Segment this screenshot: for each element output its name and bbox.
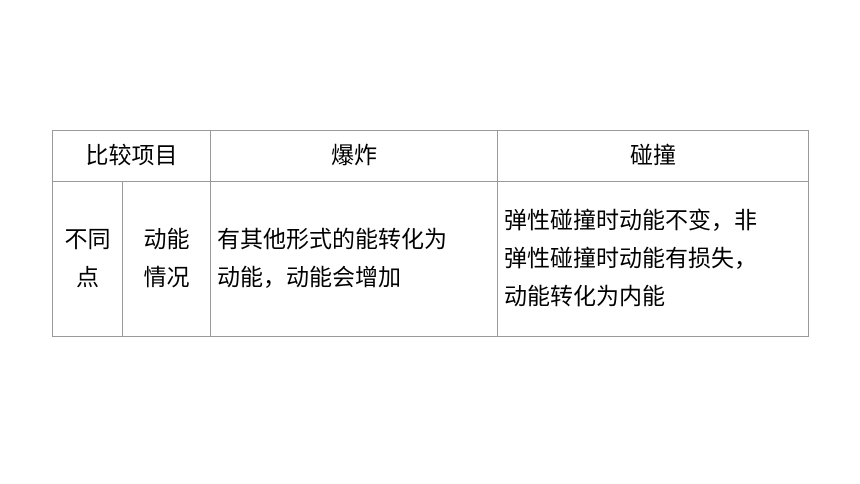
category-cell: 不同 点 [52, 181, 123, 337]
explosion-cell: 有其他形式的能转化为 动能，动能会增加 [210, 181, 498, 337]
header-explosion: 爆炸 [210, 130, 498, 182]
collision-line-3: 动能转化为内能 [504, 284, 665, 310]
subcategory-line-1: 动能 [143, 227, 190, 253]
collision-line-2: 弹性碰撞时动能有损失， [504, 246, 757, 272]
subcategory-cell: 动能 情况 [122, 181, 211, 337]
category-line-2: 点 [76, 265, 99, 291]
explosion-line-2: 动能，动能会增加 [217, 265, 401, 291]
header-collision: 碰撞 [497, 130, 809, 182]
header-row: 比较项目 爆炸 碰撞 [52, 130, 809, 182]
explosion-line-1: 有其他形式的能转化为 [217, 227, 447, 253]
header-item: 比较项目 [52, 130, 211, 182]
difference-row: 不同 点 动能 情况 有其他形式的能转化为 动能，动能会增加 弹性碰撞时动能不变… [52, 181, 809, 337]
category-line-1: 不同 [64, 227, 111, 253]
collision-cell: 弹性碰撞时动能不变，非 弹性碰撞时动能有损失， 动能转化为内能 [497, 181, 809, 337]
collision-line-1: 弹性碰撞时动能不变，非 [504, 208, 757, 234]
subcategory-line-2: 情况 [143, 265, 190, 291]
comparison-table: 比较项目 爆炸 碰撞 不同 点 动能 情况 有其他形式的能转化为 动能，动能会增… [52, 130, 809, 337]
